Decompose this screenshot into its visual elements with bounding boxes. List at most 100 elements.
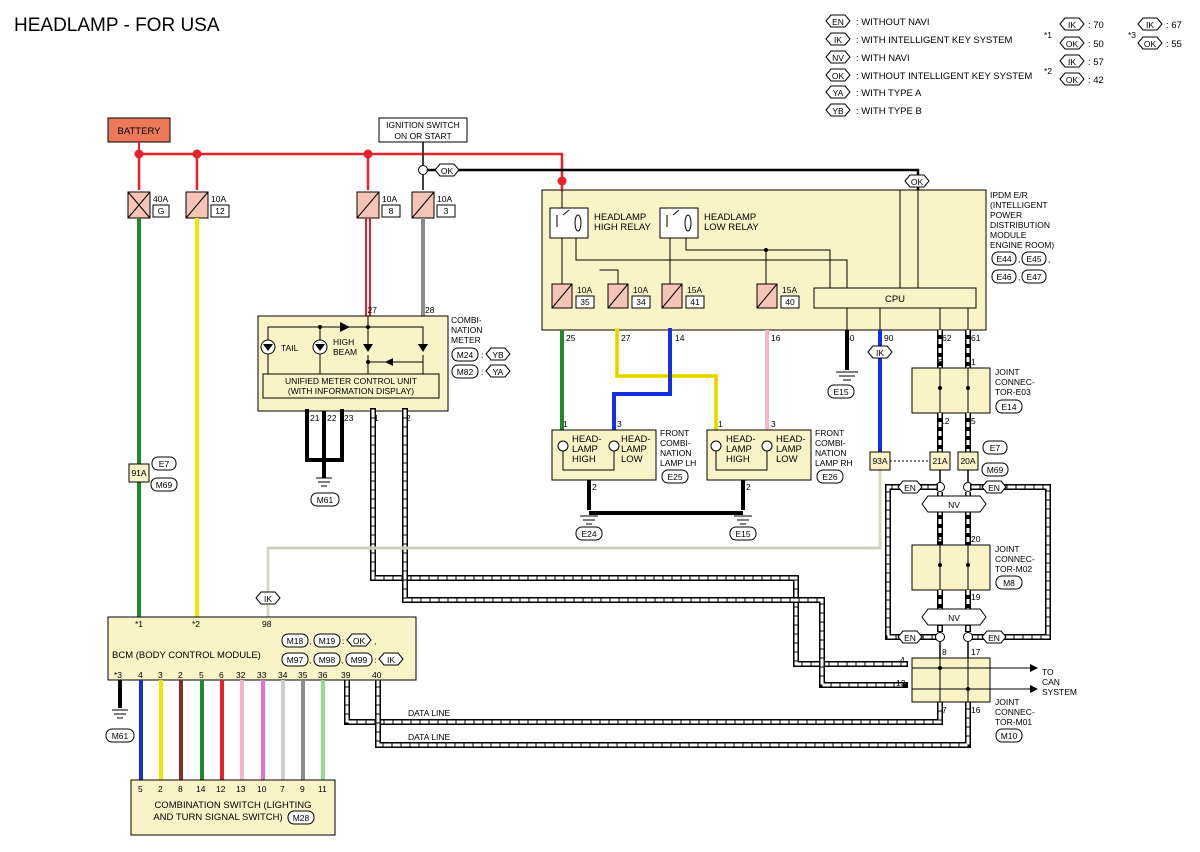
svg-text:M18: M18 (287, 636, 304, 646)
svg-text:FRONT: FRONT (815, 428, 844, 438)
svg-text:E7: E7 (159, 459, 170, 469)
svg-text:IK: IK (1068, 20, 1076, 30)
svg-text:14: 14 (196, 784, 206, 794)
svg-text:CAN: CAN (1042, 677, 1060, 687)
svg-text:HEADLAMP: HEADLAMP (594, 212, 646, 223)
fuse-10a-12: 10A 12 (185, 191, 230, 219)
svg-text:61: 61 (971, 333, 981, 343)
inline-connector-91a: 91A E7 M69 (128, 456, 178, 492)
svg-text:NATION: NATION (451, 325, 482, 335)
note-2: *2 IK : 57 OK : 42 (1044, 54, 1104, 86)
svg-text:93A: 93A (872, 456, 887, 466)
svg-text:EN: EN (904, 633, 916, 643)
svg-text:14: 14 (675, 333, 685, 343)
fuse-10a-3: 10A 3 (411, 191, 456, 219)
svg-text:M97: M97 (287, 655, 304, 665)
svg-text:LAMP RH: LAMP RH (815, 458, 853, 468)
svg-text:2: 2 (746, 482, 751, 492)
svg-text:5: 5 (138, 784, 143, 794)
legend-code: YB (832, 106, 844, 116)
svg-text:,: , (1018, 254, 1020, 264)
svg-text:8: 8 (942, 647, 947, 657)
inline-connectors-row: 93A 21A 20A E7 M69 (869, 440, 1009, 477)
svg-text:17: 17 (971, 647, 981, 657)
legend-row: YB : WITH TYPE B (825, 103, 922, 117)
svg-text:,: , (374, 636, 376, 646)
legend-code: EN (832, 17, 844, 27)
svg-text:19: 19 (971, 592, 981, 602)
svg-text:40A: 40A (153, 194, 168, 204)
svg-text:IK: IK (876, 348, 884, 358)
svg-text:: 50: : 50 (1088, 39, 1104, 50)
svg-text:60: 60 (845, 333, 855, 343)
svg-text:*1: *1 (135, 619, 143, 629)
svg-text:M24: M24 (457, 350, 474, 360)
svg-text:*3: *3 (114, 670, 122, 680)
svg-text:39: 39 (341, 670, 351, 680)
front-lamp-rh: 1 3 HEAD- LAMP HIGH HEAD- LAMP LOW FRONT… (706, 419, 853, 492)
svg-text:32: 32 (236, 670, 246, 680)
svg-text:NV: NV (948, 500, 960, 510)
legend-code: NV (832, 53, 844, 63)
svg-text:CONNEC-: CONNEC- (995, 554, 1035, 564)
svg-text:9: 9 (300, 784, 305, 794)
page-title: HEADLAMP - FOR USA (14, 15, 220, 36)
svg-text:HIGH: HIGH (333, 337, 354, 347)
fuse-40a-g: 40A G (127, 191, 170, 219)
legend-text: : WITH TYPE B (856, 106, 922, 117)
svg-text:TO: TO (1042, 667, 1054, 677)
legend-text: : WITH NAVI (856, 53, 910, 64)
svg-text:27: 27 (368, 305, 378, 315)
svg-text:E45: E45 (1026, 254, 1041, 264)
joint-connector-m01: 8 17 4 13 7 16 JOINT CONNEC- TOR-M01 M10 (896, 647, 1038, 743)
svg-text:12: 12 (940, 416, 950, 426)
svg-text:15A: 15A (687, 285, 702, 295)
svg-text:AND TURN SIGNAL SWITCH): AND TURN SIGNAL SWITCH) (153, 812, 282, 823)
svg-text:UNIFIED METER CONTROL UNIT: UNIFIED METER CONTROL UNIT (285, 376, 417, 386)
legend-code: IK (834, 35, 842, 45)
svg-text:,: , (1018, 272, 1020, 282)
svg-text:*2: *2 (192, 619, 200, 629)
svg-text:13: 13 (896, 678, 906, 688)
legend-row: YA : WITH TYPE A (825, 85, 922, 99)
power-rails: BATTERY IGNITION SWITCH ON OR START OK O… (107, 117, 930, 192)
joint-connector-e03: 8 1 12 5 JOINT CONNEC- TOR-E03 E14 (911, 357, 1035, 426)
note-1: *1 IK : 70 OK : 50 (1044, 17, 1104, 50)
svg-text:20: 20 (971, 534, 981, 544)
svg-text:2: 2 (178, 670, 183, 680)
svg-text:40: 40 (372, 670, 382, 680)
svg-text:HIGH: HIGH (726, 454, 750, 465)
bcm: *1 *2 98 BCM (BODY CONTROL MODULE) M18 ,… (107, 616, 417, 681)
svg-text:POWER: POWER (990, 210, 1022, 220)
svg-text:E26: E26 (822, 472, 837, 482)
svg-text:MODULE: MODULE (990, 230, 1027, 240)
svg-text:M69: M69 (156, 480, 173, 490)
svg-text:8: 8 (389, 206, 394, 216)
svg-text:7: 7 (280, 784, 285, 794)
svg-text:LOW: LOW (776, 454, 798, 465)
svg-text:LAMP LH: LAMP LH (660, 458, 696, 468)
svg-text:M19: M19 (319, 636, 336, 646)
legend-row: NV : WITH NAVI (825, 50, 910, 64)
svg-text:10: 10 (257, 784, 267, 794)
svg-text:10A: 10A (382, 194, 397, 204)
svg-text:*3: *3 (1128, 30, 1136, 40)
svg-text:3: 3 (771, 419, 776, 429)
svg-text:TAIL: TAIL (281, 343, 299, 353)
svg-text:23: 23 (344, 413, 354, 423)
can-system-label: TO CAN SYSTEM (1042, 667, 1077, 697)
svg-text:IK: IK (387, 655, 395, 665)
svg-text:DATA LINE: DATA LINE (408, 708, 451, 718)
svg-text:3: 3 (444, 206, 449, 216)
svg-text:,: , (341, 655, 343, 665)
svg-text:DATA LINE: DATA LINE (408, 732, 451, 742)
battery-box (107, 117, 171, 143)
fuse-10a-8: 10A 8 (356, 191, 401, 219)
svg-text:M28: M28 (293, 813, 310, 823)
ignition-switch-box (378, 117, 468, 143)
legend-text: : WITH TYPE A (856, 88, 922, 99)
svg-text:21: 21 (310, 413, 320, 423)
svg-text:M61: M61 (317, 495, 334, 505)
svg-text:E7: E7 (990, 443, 1001, 453)
svg-text:BCM (BODY CONTROL MODULE): BCM (BODY CONTROL MODULE) (112, 650, 261, 661)
